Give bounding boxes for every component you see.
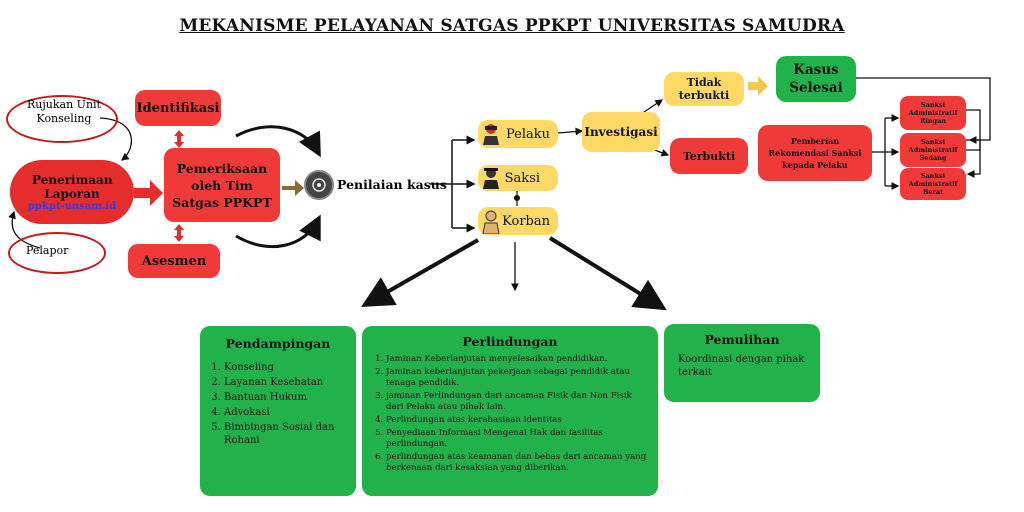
terbukti-box: Terbukti — [670, 138, 748, 174]
sanksi-ringan-box: Sanksi Administratif Ringan — [900, 96, 966, 130]
perlindungan-title: Perlindungan — [462, 334, 558, 349]
pemulihan-title: Pemulihan — [704, 332, 780, 347]
penerimaan-laporan: Penerimaan Laporan ppkpt-unsam.id — [10, 160, 134, 224]
list-item: Konseling — [224, 361, 348, 374]
pemulihan-text: Koordinasi dengan pihak terkait — [678, 354, 805, 378]
list-item: perlindungan atas keamanan dan bebas dar… — [386, 452, 650, 474]
list-item: Jaminan Keberlanjutan menyelesaikan pend… — [386, 354, 650, 365]
arrow-pendampingan — [361, 238, 479, 307]
list-item: jaminan Perlindungan dari ancaman Fisik … — [386, 391, 650, 413]
list-item: Perlindungan atas kerahasiaan identitas — [386, 415, 650, 426]
yellow-arrow — [748, 76, 768, 96]
pelaku-person-icon — [481, 121, 501, 145]
curve-top — [235, 125, 321, 158]
website-link[interactable]: ppkpt-unsam.id — [27, 200, 117, 212]
list-item: Penyediaan Informasi Mengenai Hak dan fa… — [386, 428, 650, 450]
identifikasi-box: Identifikasi — [135, 90, 221, 126]
perlindungan-box: Perlindungan Jaminan Keberlanjutan menye… — [362, 326, 658, 496]
pelaku-label: Pelaku — [505, 126, 550, 142]
sanksi-sedang-box: Sanksi Administratif Sedang — [900, 133, 966, 167]
perlindungan-list: Jaminan Keberlanjutan menyelesaikan pend… — [370, 354, 650, 474]
saksi-label: Saksi — [504, 170, 540, 186]
page-title: MEKANISME PELAYANAN SATGAS PPKPT UNIVERS… — [179, 16, 845, 36]
curve-bottom — [235, 214, 321, 249]
kasus-selesai-box: Kasus Selesai — [776, 56, 856, 102]
pemulihan-box: Pemulihan Koordinasi dengan pihak terkai… — [664, 324, 820, 402]
rujukan-label: Rujukan Unit Konseling — [27, 98, 101, 125]
sanksi-berat-box: Sanksi Administratif Berat — [900, 168, 966, 200]
korban-label: Korban — [502, 213, 550, 229]
list-item: Layanan Kesehatan — [224, 376, 348, 389]
rujukan-oval — [6, 95, 118, 143]
arrow-pemulihan — [548, 236, 667, 311]
penilaian-label: Penilaian kasus — [337, 177, 447, 192]
brown-arrow — [282, 180, 304, 196]
pemeriksaan-box: Pemeriksaan oleh Tim Satgas PPKPT — [164, 148, 280, 222]
saksi-person-icon — [481, 165, 501, 189]
pendampingan-list: Konseling Layanan Kesehatan Bantuan Huku… — [208, 361, 348, 447]
pendampingan-box: Pendampingan Konseling Layanan Kesehatan… — [200, 326, 356, 496]
pelapor-label: Pelapor — [26, 244, 69, 257]
list-item: Advokasi — [224, 406, 348, 419]
red-arrow-right — [134, 180, 163, 206]
asesmen-link — [174, 224, 184, 242]
penerimaan-label: Penerimaan Laporan — [32, 172, 113, 201]
identifikasi-link — [174, 130, 184, 148]
pelapor-oval — [8, 232, 106, 274]
investigasi-box: Investigasi — [582, 112, 660, 152]
list-item: Jaminan keberlanjutan pekerjaan sebagai … — [386, 367, 650, 389]
rekomendasi-box: Pemberian Rekomendasi Sanksi kepada Pela… — [758, 125, 872, 181]
list-item: Bantuan Hukum — [224, 391, 348, 404]
brain-icon — [304, 170, 334, 200]
pendampingan-title: Pendampingan — [225, 336, 331, 351]
tidak-terbukti-box: Tidak terbukti — [664, 72, 744, 106]
asesmen-box: Asesmen — [128, 244, 220, 278]
list-item: Bimbingan Sosial dan Rohani — [224, 421, 348, 447]
korban-person-icon — [481, 208, 501, 235]
